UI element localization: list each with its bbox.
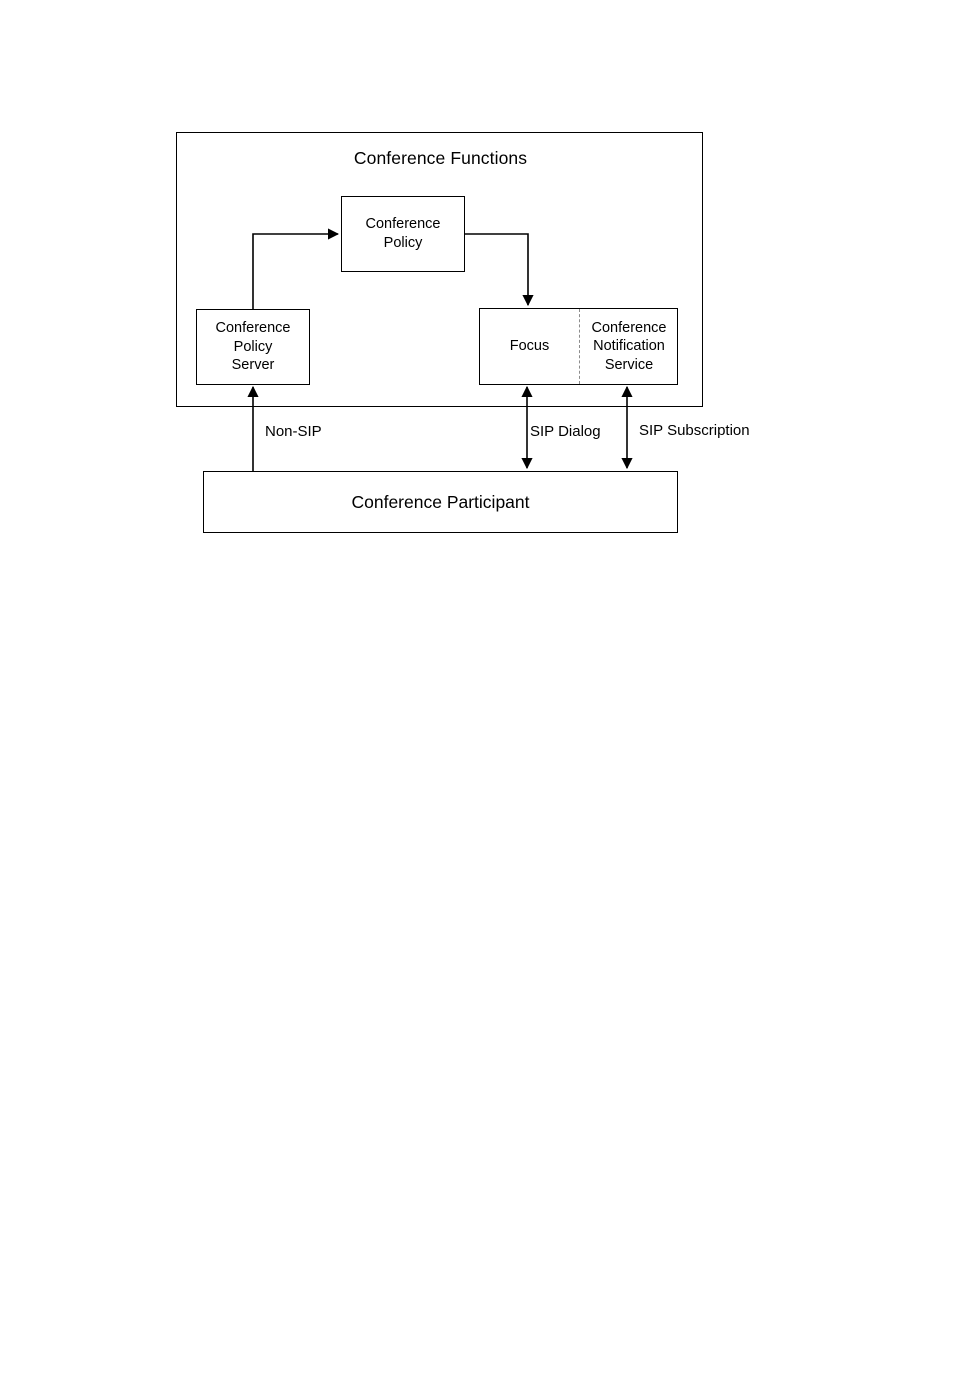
conference-notification-service-label: Conference Notification Service: [592, 319, 667, 375]
conference-policy-server-label: Conference Policy Server: [216, 319, 291, 375]
cns-label-line3: Service: [604, 356, 654, 373]
node-conference-policy: Conference Policy: [341, 196, 465, 272]
connector-label-sip-dialog: SIP Dialog: [530, 423, 601, 440]
cns-label-line2: Notification: [593, 338, 665, 355]
node-conference-participant: Conference Participant: [203, 471, 678, 533]
conference-policy-server-label-line2: Policy: [233, 338, 273, 355]
conference-functions-title: Conference Functions: [353, 148, 528, 168]
focus-cns-divider: [579, 309, 580, 384]
connector-label-sip-subscription: SIP Subscription: [639, 422, 750, 439]
conference-policy-server-label-line1: Conference: [215, 320, 291, 337]
conference-policy-label-line1: Conference: [365, 216, 441, 233]
node-conference-notification-service: Conference Notification Service: [579, 309, 679, 384]
focus-label: Focus: [509, 338, 550, 355]
node-conference-policy-server: Conference Policy Server: [196, 309, 310, 385]
node-focus-and-notification-service: Focus Conference Notification Service: [479, 308, 678, 385]
cns-label-line1: Conference: [591, 319, 667, 336]
connector-label-non-sip: Non-SIP: [265, 423, 322, 440]
node-focus: Focus: [480, 309, 579, 384]
conference-policy-label-line2: Policy: [383, 235, 423, 251]
conference-policy-server-label-line3: Server: [231, 357, 275, 374]
conference-participant-label: Conference Participant: [351, 491, 530, 512]
conference-policy-label: Conference Policy: [366, 215, 441, 252]
